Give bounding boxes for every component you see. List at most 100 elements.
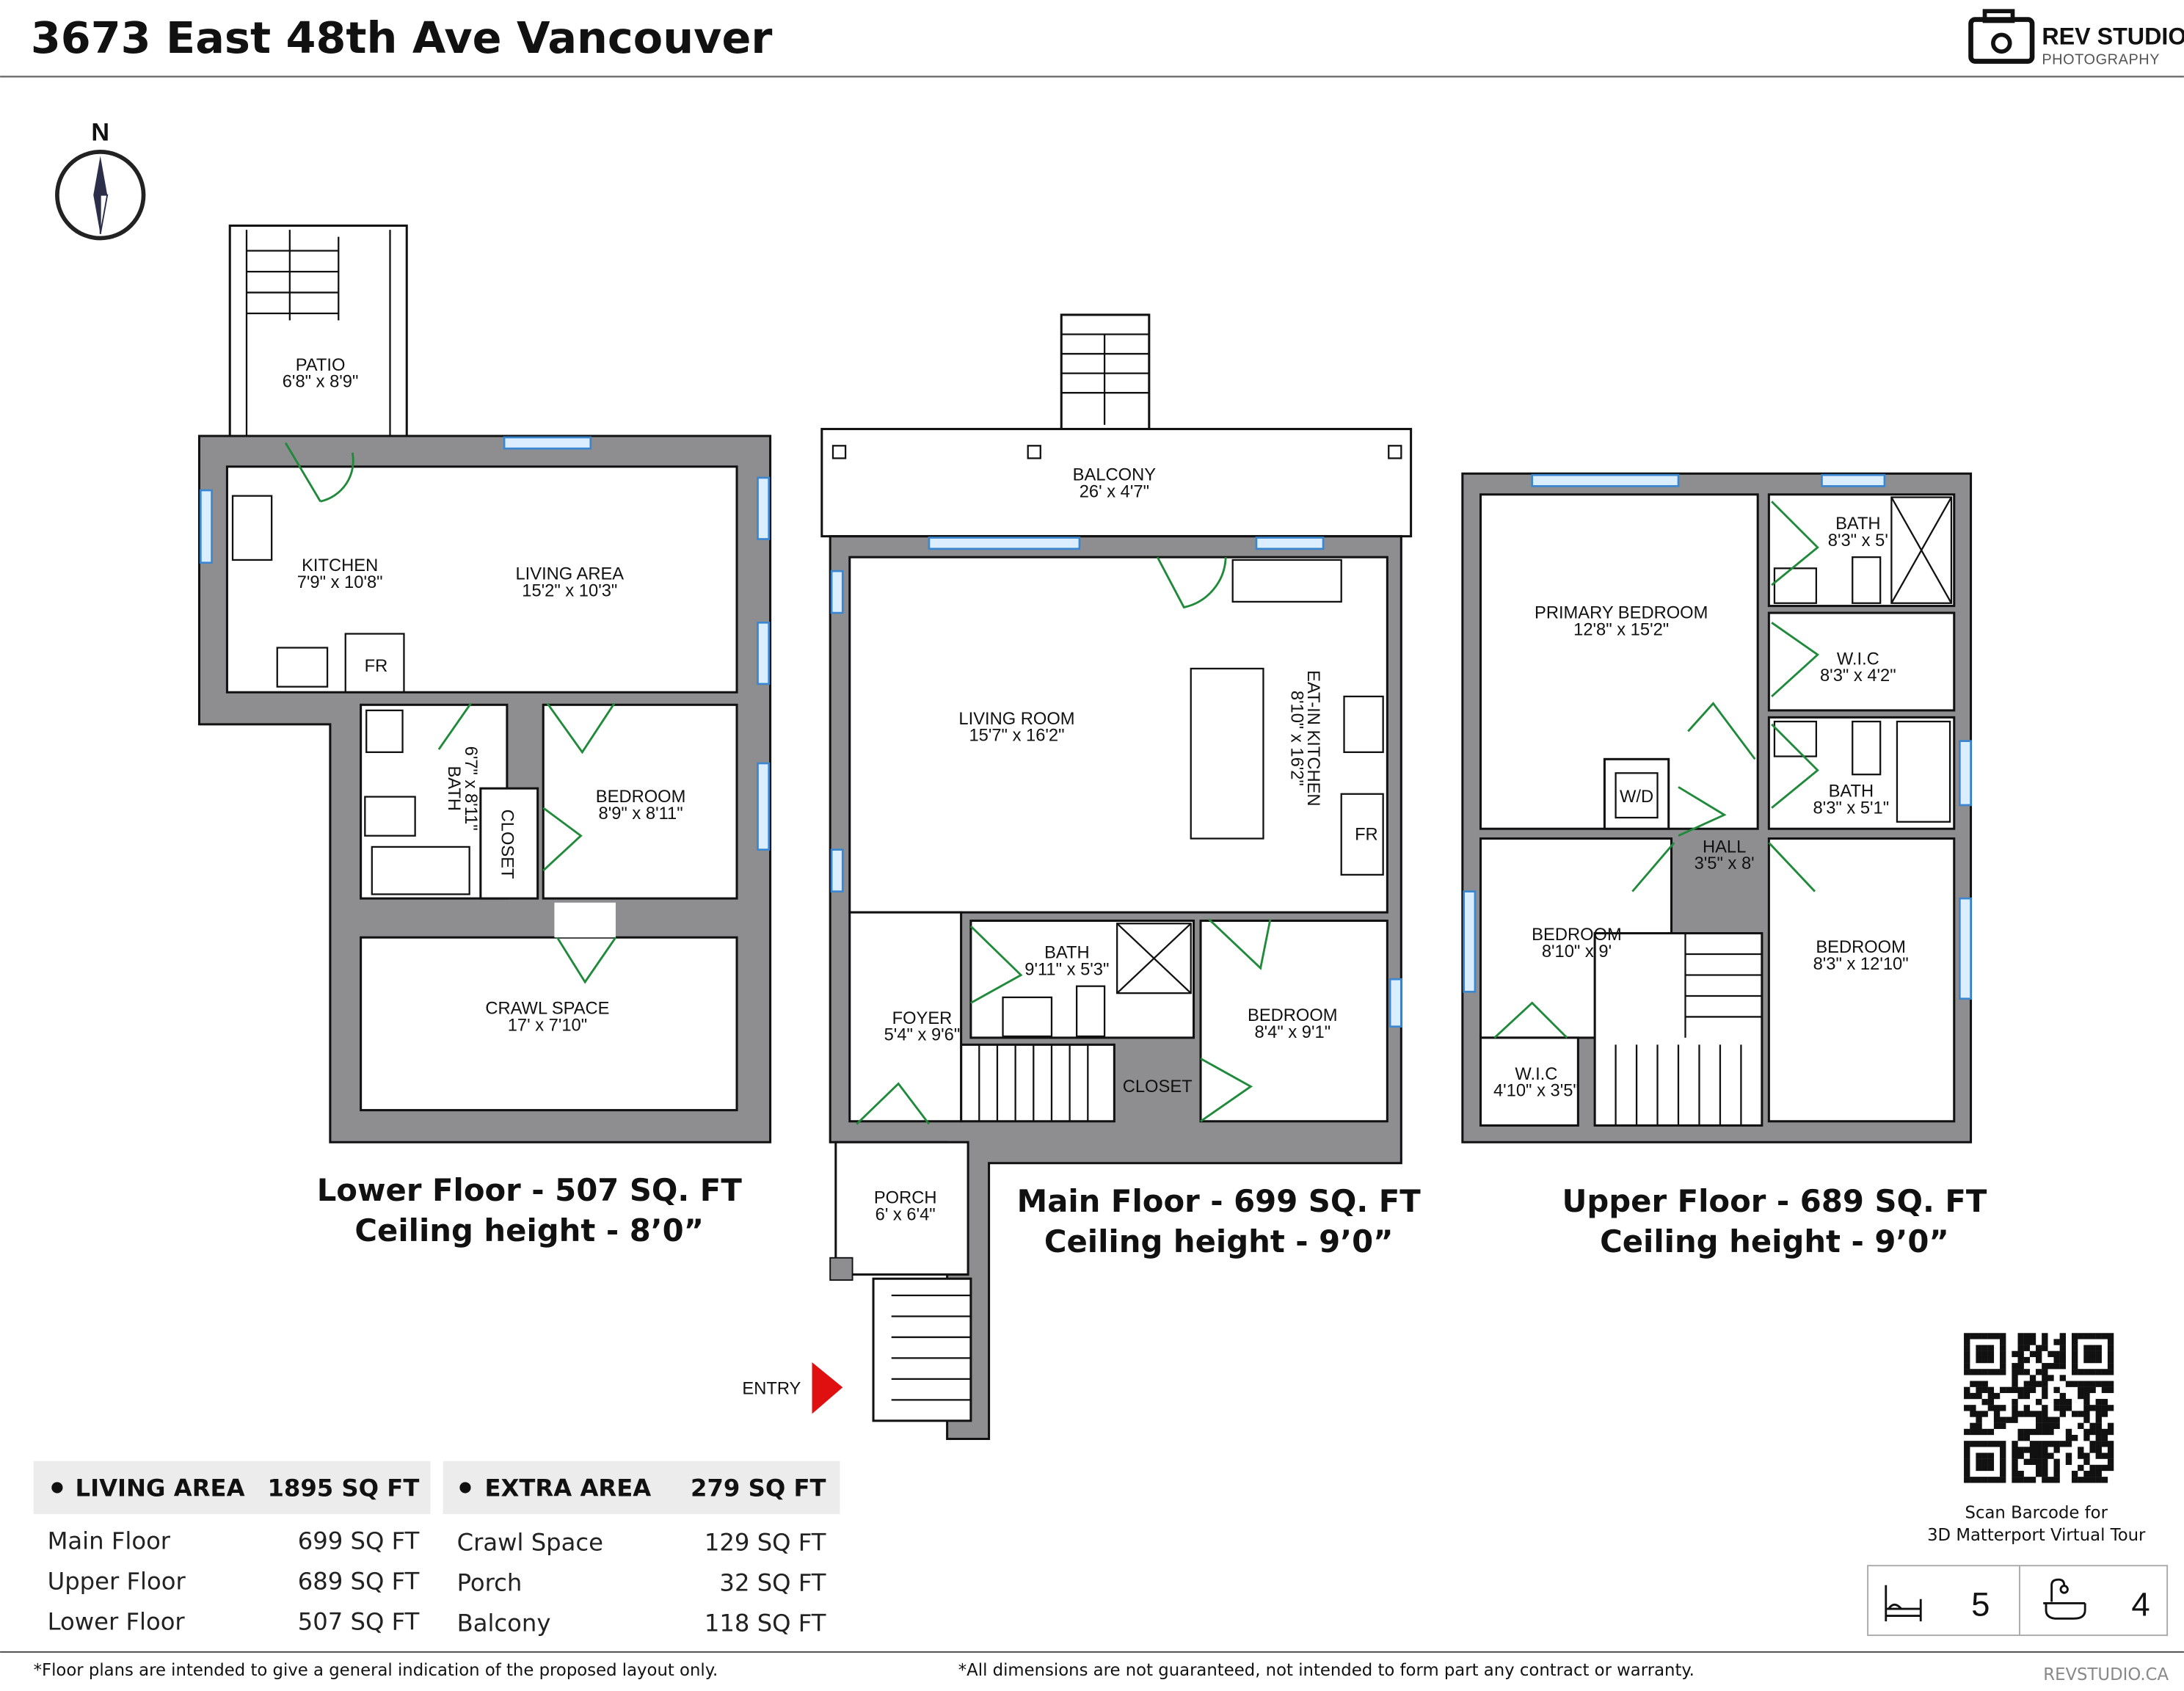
qr-module: [1993, 1369, 2001, 1375]
table-header: EXTRA AREA: [485, 1474, 652, 1502]
qr-module: [2095, 1333, 2102, 1339]
room-label: LIVING ROOM: [958, 710, 1074, 729]
qr-module: [2078, 1386, 2084, 1394]
qr-module: [2035, 1356, 2042, 1364]
table-row-label: Balcony: [457, 1609, 551, 1637]
qr-module: [1964, 1447, 1970, 1453]
qr-module: [2089, 1333, 2096, 1339]
qr-module: [2083, 1452, 2090, 1459]
qr-module: [2095, 1356, 2102, 1364]
qr-module: [2012, 1369, 2018, 1375]
qr-module: [2042, 1333, 2048, 1339]
qr-module: [1964, 1428, 1970, 1436]
qr-module: [2107, 1381, 2114, 1387]
qr-module: [1976, 1386, 1982, 1394]
qr-module: [2042, 1464, 2048, 1472]
qr-module: [2035, 1350, 2042, 1358]
qr-code[interactable]: [1964, 1333, 2114, 1483]
qr-module: [1970, 1441, 1976, 1447]
qr-module: [2078, 1333, 2084, 1339]
qr-module: [1987, 1452, 1995, 1459]
qr-module: [2089, 1470, 2096, 1477]
qr-module: [1964, 1464, 1970, 1472]
qr-module: [1970, 1405, 1976, 1411]
qr-module: [2107, 1464, 2114, 1472]
qr-module: [2107, 1369, 2114, 1375]
qr-module: [2042, 1458, 2048, 1465]
qr-module: [2017, 1470, 2024, 1477]
qr-module: [2089, 1350, 2096, 1358]
qr-module: [2059, 1333, 2066, 1339]
qr-module: [2107, 1428, 2114, 1436]
qr-module: [2101, 1369, 2108, 1375]
qr-module: [1993, 1333, 2001, 1339]
qr-module: [1976, 1452, 1982, 1459]
qr-module: [2042, 1363, 2048, 1370]
qr-module: [1970, 1411, 1976, 1417]
qr-module: [1987, 1477, 1995, 1483]
bathtub-icon: [2043, 1578, 2086, 1620]
qr-module: [2089, 1464, 2096, 1472]
qr-module: [2000, 1386, 2006, 1394]
qr-module: [2095, 1345, 2102, 1351]
qr-module: [2017, 1333, 2024, 1339]
qr-module: [2107, 1452, 2114, 1459]
qr-module: [2095, 1470, 2102, 1477]
qr-module: [1964, 1345, 1970, 1351]
floor-title: Upper Floor - 689 SQ. FT: [1562, 1183, 1987, 1219]
lower-floor-plan: PATIO 6'8" x 8'9" KITCHEN 7'9" x 10'8" L…: [197, 224, 772, 1248]
qr-module: [2035, 1458, 2042, 1465]
qr-module: [2053, 1386, 2060, 1394]
qr-module: [2059, 1392, 2066, 1400]
qr-module: [2029, 1477, 2036, 1483]
room-label: BATH: [1835, 514, 1881, 534]
qr-module: [1981, 1369, 1988, 1375]
qr-module: [2042, 1345, 2048, 1351]
qr-module: [2035, 1447, 2042, 1453]
qr-module: [2017, 1477, 2024, 1483]
qr-module: [2053, 1458, 2060, 1465]
qr-module: [2089, 1428, 2096, 1436]
website-link[interactable]: REVSTUDIO.CA: [2043, 1665, 2169, 1684]
qr-module: [2065, 1399, 2072, 1405]
qr-module: [2035, 1470, 2042, 1477]
qr-module: [1987, 1369, 1995, 1375]
qr-module: [2107, 1363, 2114, 1370]
room-dims: 6' x 6'4": [876, 1206, 936, 1225]
qr-module: [2095, 1405, 2102, 1411]
qr-module: [1976, 1458, 1982, 1465]
qr-module: [2000, 1447, 2006, 1453]
qr-module: [2012, 1363, 2018, 1370]
room-dims: 8'10" x 9': [1542, 942, 1612, 961]
qr-module: [2006, 1417, 2012, 1423]
qr-module: [2089, 1422, 2096, 1430]
qr-module: [1976, 1422, 1982, 1430]
room-label: BALCONY: [1073, 466, 1157, 485]
qr-module: [2012, 1464, 2018, 1472]
qr-module: [1981, 1411, 1988, 1417]
qr-module: [2053, 1447, 2060, 1453]
qr-module: [2017, 1447, 2024, 1453]
room-label: BEDROOM: [1816, 938, 1906, 957]
qr-module: [2095, 1428, 2102, 1436]
qr-module: [2035, 1381, 2042, 1387]
qr-module: [2071, 1345, 2078, 1351]
disclaimer-center: *All dimensions are not guaranteed, not …: [958, 1661, 1695, 1680]
fridge-label: FR: [1355, 825, 1378, 844]
qr-module: [2012, 1381, 2018, 1387]
room-dims: 8'4" x 9'1": [1254, 1023, 1331, 1042]
qr-module: [2035, 1428, 2042, 1436]
qr-module: [2042, 1339, 2048, 1345]
ceiling-height: Ceiling height - 8’0”: [354, 1212, 704, 1248]
qr-module: [2065, 1428, 2072, 1436]
qr-module: [2023, 1356, 2031, 1364]
qr-module: [1964, 1339, 1970, 1345]
qr-module: [2035, 1464, 2042, 1472]
qr-module: [1993, 1417, 2001, 1423]
qr-module: [2107, 1345, 2114, 1351]
floor-title: Lower Floor - 507 SQ. FT: [317, 1172, 743, 1208]
qr-module: [2012, 1399, 2018, 1405]
room-dims: 3'5" x 8': [1695, 854, 1755, 873]
qr-module: [2035, 1411, 2042, 1417]
qr-module: [2012, 1405, 2018, 1411]
